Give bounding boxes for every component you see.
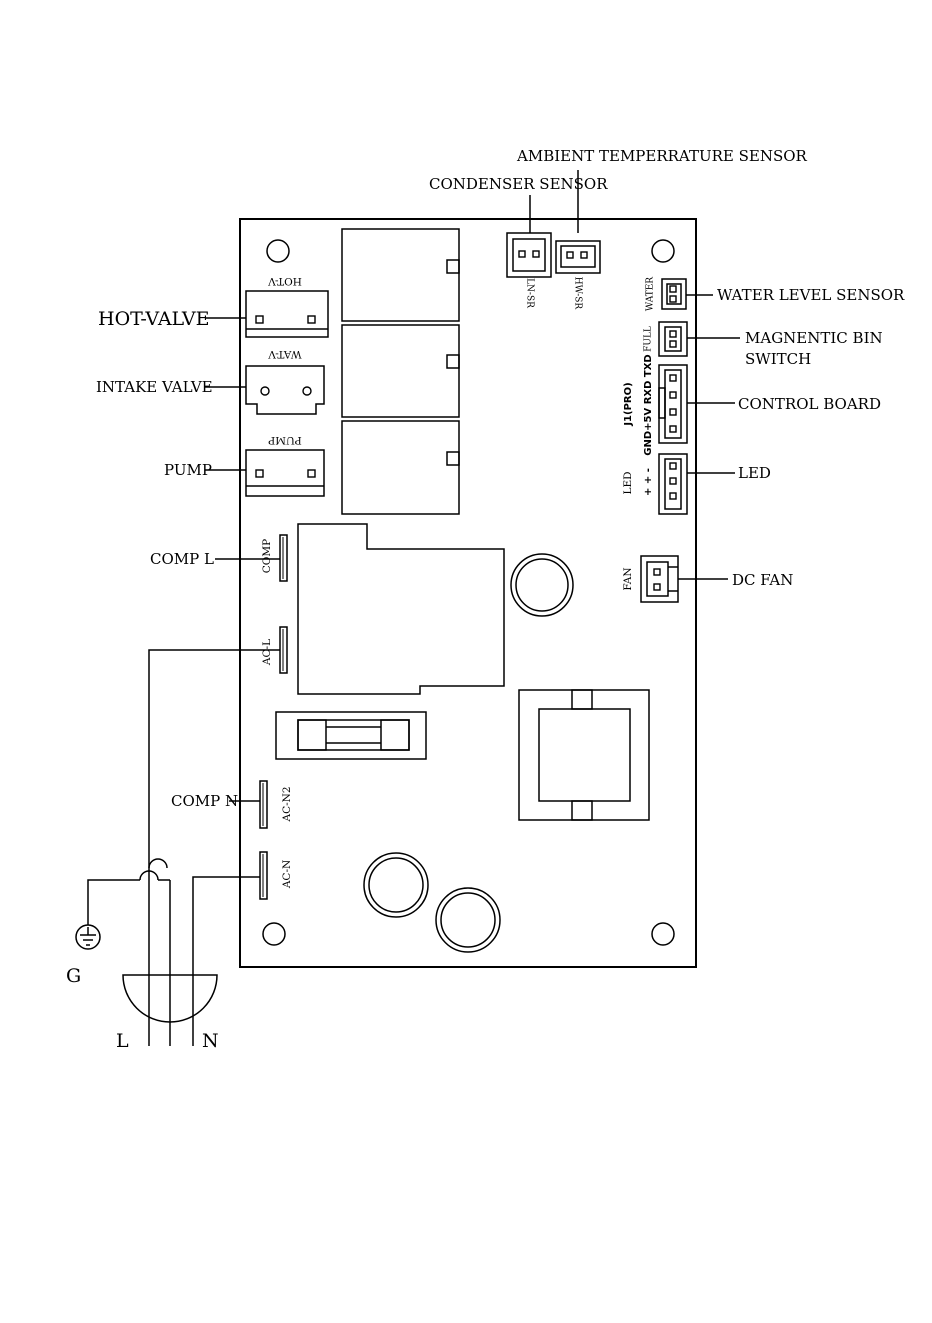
comp-n-label: COMP N [171,792,238,810]
transformer [519,690,649,820]
condenser-sensor-label: CONDENSER SENSOR [429,175,608,193]
ac-l-board-label: AC-L [261,639,273,666]
mounting-hole-top-right [652,240,674,262]
j1-pins-board-label: GND+5V RXD TXD [643,354,654,455]
ac-n2-board-label: AC-N2 [281,786,293,822]
neutral-label: N [202,1030,219,1052]
relay-1 [342,229,459,321]
capacitor-top [511,554,573,616]
live-label: L [116,1030,129,1052]
j1-pro-board-label: J1(PRO) [623,382,634,426]
capacitor-bottom-right [436,888,500,952]
condenser-sensor-connector [507,233,551,277]
intake-valve-label: INTAKE VALVE [96,378,213,396]
ground-symbol [76,925,100,949]
mounting-hole-bottom-left [263,923,285,945]
full-board-label: FULL [644,326,654,352]
led-board-label: LED [622,471,634,494]
hw-sr-board-label: HW-SR [573,277,583,310]
control-board-connector [659,365,687,443]
mounting-hole-top-left [267,240,289,262]
control-board-label: CONTROL BOARD [738,395,881,413]
magnetic-bin-label-line1: MAGNENTIC BIN [745,329,883,347]
pcb-board-outline [240,219,696,967]
magnetic-bin-label-line2: SWITCH [745,350,811,368]
hot-valve-label: HOT-VALVE [98,308,210,330]
ambient-sensor-label: AMBIENT TEMPERRATURE SENSOR [516,147,808,165]
dc-fan-label: DC FAN [732,571,793,589]
capacitor-bottom-left [364,853,428,917]
ambient-sensor-connector [556,241,600,273]
magnetic-bin-connector [659,322,687,356]
led-connector [659,454,687,514]
wat-v-board-label: WAT-V [268,348,302,360]
comp-l-label: COMP L [150,550,214,568]
ac-n-board-label: AC-N [281,860,293,889]
fan-board-label: FAN [622,567,634,590]
comp-board-label: COMP [261,539,273,573]
relay-2 [342,325,459,417]
pump-label: PUMP [164,461,212,479]
compressor-relay-block [298,524,504,694]
hot-v-board-label: HOT-V [268,275,302,287]
water-level-connector [662,279,686,309]
mounting-hole-bottom-right [652,923,674,945]
ln-sr-board-label: LN-SR [525,278,535,308]
led-label: LED [738,464,771,482]
water-level-sensor-label: WATER LEVEL SENSOR [717,286,905,304]
dc-fan-connector [641,556,678,602]
relay-3 [342,421,459,514]
ground-label: G [66,965,81,987]
led-pins-board-label: + + - [643,468,654,496]
pump-board-label: PUMP [268,434,302,446]
pump-connector [246,450,324,496]
water-board-label: WATER [646,277,656,311]
intake-valve-connector [246,366,324,414]
mains-wiring [88,650,280,1046]
fuse-holder [276,712,426,759]
hot-valve-connector [246,291,328,337]
